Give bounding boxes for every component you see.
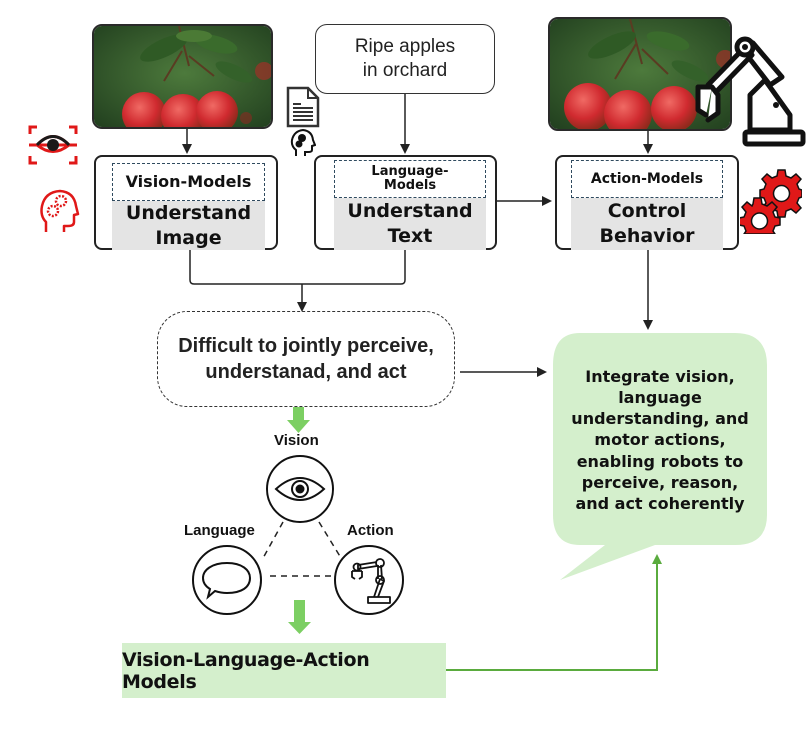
- apple-orchard-photo-left: [92, 24, 273, 129]
- vision-node: [266, 455, 334, 523]
- gears-icon: [740, 169, 802, 234]
- problem-box: Difficult to jointly perceive, understan…: [157, 311, 455, 407]
- action-models-box: Action-Models Control Behavior: [555, 155, 739, 250]
- text-prompt-box: Ripe apples in orchard: [315, 24, 495, 94]
- head-gears-icon: [40, 189, 80, 232]
- eye-icon: [274, 477, 326, 501]
- green-arrow-down-2: [288, 600, 311, 634]
- robot-arm-icon: [695, 36, 806, 147]
- language-models-box: Language-Models Understand Text: [314, 155, 497, 250]
- head-gears-small-icon: [290, 128, 316, 156]
- language-models-tag: Language-Models: [334, 160, 486, 198]
- vision-models-box: Vision-Models Understand Image: [94, 155, 278, 250]
- language-label: Language: [184, 522, 255, 539]
- eye-scan-icon: [28, 125, 78, 165]
- solution-callout-text: Integrate vision, language understanding…: [571, 367, 749, 513]
- vision-models-tag: Vision-Models: [112, 163, 265, 201]
- vision-label: Vision: [274, 432, 319, 449]
- triangle-edge-vision-action: [318, 521, 342, 559]
- document-icon: [286, 86, 320, 128]
- action-models-tag: Action-Models: [571, 160, 723, 198]
- control-behavior-label: Control Behavior: [571, 198, 723, 250]
- green-arrow-down-1: [287, 407, 310, 433]
- understand-text-label: Understand Text: [334, 198, 486, 250]
- language-node: [192, 545, 262, 615]
- triangle-edge-vision-language: [261, 521, 284, 561]
- text-prompt: Ripe apples in orchard: [354, 36, 456, 81]
- robot-arm-small-icon: [351, 558, 391, 604]
- action-node: [334, 545, 404, 615]
- action-label: Action: [347, 522, 394, 539]
- understand-image-label: Understand Image: [112, 201, 265, 250]
- vla-models-label: Vision-Language-Action Models: [122, 648, 370, 693]
- merge-connector: [189, 250, 406, 285]
- arrow-vla-to-callout: [445, 554, 662, 671]
- solution-callout-shape: [553, 333, 767, 580]
- speech-bubble-icon: [201, 561, 252, 600]
- problem-text: Difficult to jointly perceive, understan…: [178, 335, 434, 383]
- vla-models-box: Vision-Language-Action Models: [122, 643, 446, 698]
